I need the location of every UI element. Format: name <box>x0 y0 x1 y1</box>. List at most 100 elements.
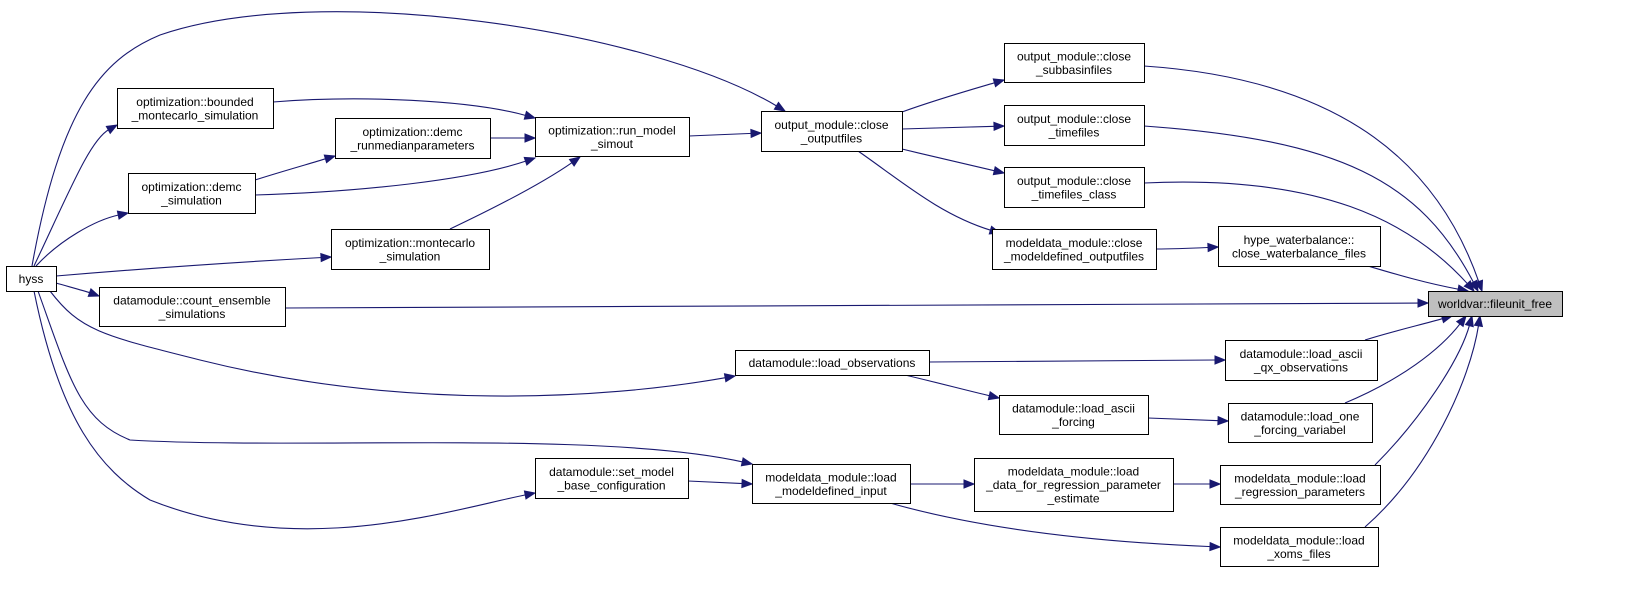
node-box <box>1004 167 1145 208</box>
arrowhead-icon <box>740 457 754 467</box>
node-dm-load-one-forcing[interactable]: datamodule::load_one_forcing_variabel <box>1228 403 1373 443</box>
node-md-load-modeldefined[interactable]: modeldata_module::load_modeldefined_inpu… <box>752 464 911 504</box>
edge-line <box>1364 324 1480 528</box>
node-label: output_module::close <box>774 118 888 132</box>
node-out-close-timefiles-class[interactable]: output_module::close_timefiles_class <box>1004 167 1145 208</box>
node-hyss[interactable]: hyss <box>6 266 57 292</box>
arrowhead-icon <box>1417 298 1430 308</box>
node-label: _runmedianparameters <box>349 138 474 152</box>
node-md-load-data-regression[interactable]: modeldata_module::load_data_for_regressi… <box>974 458 1174 512</box>
edge-line <box>31 11 778 267</box>
node-label: _data_for_regression_parameter <box>985 478 1161 492</box>
edge-md_load_xoms-to-worldvar_fileunit_free <box>1364 314 1484 528</box>
arrowhead-icon <box>741 478 754 489</box>
edges-layer <box>31 11 1484 552</box>
edge-line <box>1147 417 1220 422</box>
arrowhead-icon <box>524 133 537 143</box>
node-dm-load-ascii-qx[interactable]: datamodule::load_ascii_qx_observations <box>1225 340 1378 381</box>
edge-dm_load_observations-to-dm_load_ascii_qx <box>928 355 1227 365</box>
node-label: _forcing <box>1051 415 1095 429</box>
edge-md_close_modeldefined-to-hype_waterbalance <box>1155 242 1220 253</box>
edge-opt_montecarlo-to-opt_run_model <box>449 156 582 230</box>
edge-line <box>55 282 91 294</box>
node-opt-demc-runmedian[interactable]: optimization::demc_runmedianparameters <box>335 118 491 159</box>
edge-line <box>1344 322 1461 404</box>
node-out-close-outputfiles[interactable]: output_module::close_outputfiles <box>761 111 903 152</box>
node-opt-bounded[interactable]: optimization::bounded_montecarlo_simulat… <box>117 88 274 129</box>
arrowhead-icon <box>993 121 1006 132</box>
edge-opt_demc_sim-to-opt_demc_runmedian <box>254 154 337 181</box>
edge-out_close_outputfiles-to-md_close_modeldefined <box>857 150 1002 235</box>
node-label: optimization::demc <box>362 125 462 139</box>
node-opt-run-model[interactable]: optimization::run_model_simout <box>535 117 690 157</box>
arrowhead-icon <box>987 390 1001 401</box>
node-dm-load-observations[interactable]: datamodule::load_observations <box>735 350 930 376</box>
edge-line <box>889 502 1212 548</box>
node-label: _outputfiles <box>800 131 862 145</box>
node-label: modeldata_module::close <box>1006 236 1143 250</box>
edge-hype_waterbalance-to-worldvar_fileunit_free <box>1367 265 1470 294</box>
node-hype-waterbalance[interactable]: hype_waterbalance::close_waterbalance_fi… <box>1218 226 1381 267</box>
arrowhead-icon <box>723 373 737 383</box>
edge-dm_load_ascii_qx-to-worldvar_fileunit_free <box>1364 314 1454 341</box>
node-dm-set-model-base[interactable]: datamodule::set_model_base_configuration <box>535 458 689 499</box>
node-label: datamodule::load_one <box>1241 409 1360 423</box>
edge-line <box>49 290 727 397</box>
node-label: _qx_observations <box>1253 360 1348 374</box>
node-dm-load-ascii-forcing[interactable]: datamodule::load_ascii_forcing <box>999 395 1149 435</box>
edge-line <box>1374 324 1471 466</box>
node-box <box>535 458 689 499</box>
edge-line <box>857 150 992 231</box>
node-label: datamodule::load_ascii <box>1012 401 1135 415</box>
node-box <box>1004 105 1145 146</box>
edge-dm_load_one_forcing-to-worldvar_fileunit_free <box>1344 314 1467 404</box>
node-out-close-subbasin[interactable]: output_module::close_subbasinfiles <box>1004 43 1145 83</box>
node-md-load-regression-params[interactable]: modeldata_module::load_regression_parame… <box>1220 465 1381 505</box>
edge-line <box>1143 181 1469 285</box>
arrowhead-icon <box>105 124 119 135</box>
edge-out_close_outputfiles-to-out_close_timefiles_class <box>901 148 1006 176</box>
edge-line <box>1367 265 1460 290</box>
edge-out_close_timefiles-to-worldvar_fileunit_free <box>1143 125 1479 293</box>
node-label: datamodule::load_observations <box>749 356 916 370</box>
node-label: _forcing_variabel <box>1253 423 1345 437</box>
edge-line <box>33 290 527 530</box>
node-label: _simulation <box>160 193 222 207</box>
node-box <box>761 111 903 152</box>
edge-line <box>35 214 120 267</box>
arrowhead-icon <box>773 101 787 112</box>
arrowhead-icon <box>320 252 333 263</box>
node-box <box>735 350 930 376</box>
node-dm-count-ensemble[interactable]: datamodule::count_ensemble_simulations <box>99 287 286 327</box>
edge-line <box>901 148 996 172</box>
node-label: _subbasinfiles <box>1035 63 1112 77</box>
node-box <box>974 458 1174 512</box>
node-label: _montecarlo_simulation <box>131 108 259 122</box>
arrowhead-icon <box>568 156 582 167</box>
node-md-load-xoms[interactable]: modeldata_module::load_xoms_files <box>1220 527 1379 567</box>
node-opt-montecarlo[interactable]: optimization::montecarlo_simulation <box>331 229 490 270</box>
arrowhead-icon <box>1473 314 1484 328</box>
node-label: optimization::montecarlo <box>345 236 475 250</box>
edge-out_close_timefiles_class-to-worldvar_fileunit_free <box>1143 181 1475 292</box>
edge-line <box>1143 125 1475 284</box>
arrowhead-icon <box>1214 355 1227 365</box>
node-box <box>1225 340 1378 381</box>
node-md-close-modeldefined[interactable]: modeldata_module::close_modeldefined_out… <box>992 229 1157 270</box>
node-out-close-timefiles[interactable]: output_module::close_timefiles <box>1004 105 1145 146</box>
edge-line <box>254 158 327 181</box>
node-box <box>1004 43 1145 83</box>
edge-line <box>1143 65 1480 283</box>
arrowhead-icon <box>992 165 1006 176</box>
node-label: worldvar::fileunit_free <box>1437 297 1552 311</box>
node-opt-demc-sim[interactable]: optimization::demc_simulation <box>128 173 256 214</box>
edge-hyss-to-opt_bounded <box>33 124 119 267</box>
edge-dm_set_model_base-to-md_load_modeldefined <box>687 478 754 489</box>
edge-line <box>254 160 527 196</box>
node-label: _simulation <box>379 249 441 263</box>
node-label: optimization::run_model <box>548 123 675 137</box>
node-worldvar-fileunit-free[interactable]: worldvar::fileunit_free <box>1428 291 1563 317</box>
edge-hyss-to-dm_set_model_base <box>33 290 537 530</box>
edge-hyss-to-dm_load_observations <box>49 290 737 397</box>
